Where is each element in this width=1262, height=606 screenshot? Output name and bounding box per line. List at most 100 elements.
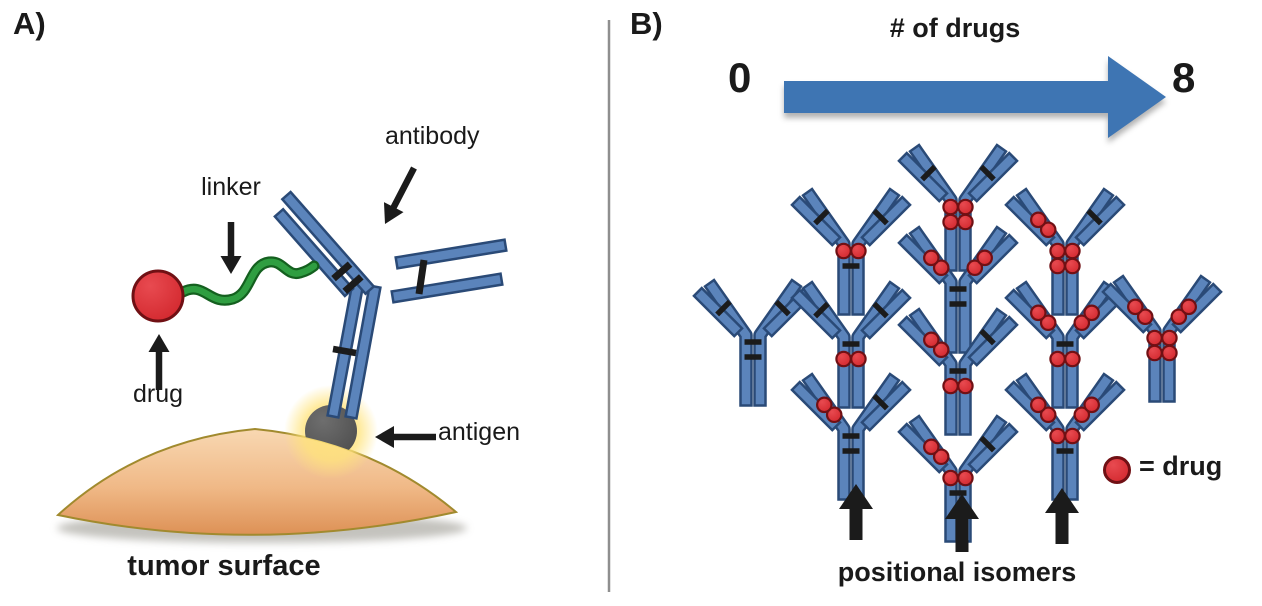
antibody-glyph xyxy=(790,187,912,316)
disulfide-tick xyxy=(979,164,996,182)
disulfide-tick xyxy=(331,261,353,282)
drug-dot xyxy=(1083,396,1100,414)
positional-isomers-caption: positional isomers xyxy=(837,557,1077,587)
antibody-glyph xyxy=(897,143,1019,272)
antibody-shape xyxy=(273,190,508,420)
drug-dot xyxy=(1127,298,1144,316)
disulfide-tick xyxy=(715,299,732,317)
antibody-chain xyxy=(347,287,379,417)
drug-dot xyxy=(923,249,940,267)
linker-curve xyxy=(179,258,318,304)
antibody-chain xyxy=(960,310,1005,434)
drug-dot xyxy=(1049,427,1066,445)
drug-dot xyxy=(942,213,959,231)
drug-dot xyxy=(1180,298,1197,316)
disulfide-tick xyxy=(813,208,830,226)
disulfide-tick xyxy=(332,345,357,357)
drug-dot xyxy=(835,242,852,260)
drug-dot xyxy=(923,438,940,456)
drug-dot xyxy=(1146,344,1163,362)
antibody-glyph xyxy=(1004,187,1126,316)
antibody-chain xyxy=(397,241,505,267)
drug-dot xyxy=(850,242,867,260)
antibody-chain xyxy=(853,283,898,407)
drug-dot xyxy=(1030,211,1047,229)
antibody-glyph xyxy=(692,278,814,407)
disulfide-tick xyxy=(920,164,937,182)
panel-a-label: A) xyxy=(13,6,46,41)
drug-dot xyxy=(1083,304,1100,322)
drug-legend-text: = drug xyxy=(1139,451,1223,481)
drug-dot xyxy=(957,198,974,216)
drug-dot xyxy=(816,396,833,414)
drug-dot xyxy=(835,350,852,368)
disulfide-tick xyxy=(342,274,364,294)
antibody-chain xyxy=(853,375,898,499)
drug-dot xyxy=(942,198,959,216)
disulfide-tick xyxy=(979,328,996,346)
antibody-chain xyxy=(755,281,800,405)
disulfide-tick xyxy=(872,393,889,411)
drug-dot xyxy=(1049,350,1066,368)
drug-axis-title: # of drugs xyxy=(889,13,1021,43)
drug-dot xyxy=(1039,314,1057,332)
drug-dot xyxy=(1064,242,1081,260)
drug-dot xyxy=(825,406,843,424)
drug-dot xyxy=(957,377,974,395)
drug-dot xyxy=(1064,350,1081,368)
drug-dot xyxy=(1064,257,1081,275)
drug-dot xyxy=(850,350,867,368)
drug-dot xyxy=(1170,308,1188,326)
antibody-label: antibody xyxy=(385,122,480,150)
disulfide-tick xyxy=(415,259,428,295)
linker-arrow xyxy=(220,256,242,274)
disulfide-tick xyxy=(813,301,830,319)
drug-dot xyxy=(932,341,950,359)
tumor-surface-shape xyxy=(55,427,459,536)
drug-dot xyxy=(932,448,950,466)
antibody-chain xyxy=(706,281,751,405)
antibody-glyph xyxy=(897,414,1019,543)
drug-dot xyxy=(923,331,940,349)
drug-dot xyxy=(1039,221,1057,239)
drug-dot xyxy=(942,469,959,487)
drug-dot xyxy=(1146,329,1163,347)
tumor-surface-caption: tumor surface xyxy=(127,550,321,582)
disulfide-tick xyxy=(774,299,791,317)
antibody-glyph xyxy=(1101,274,1223,403)
drug-dot xyxy=(1030,304,1047,322)
drug-dot xyxy=(1073,406,1091,424)
drug-dot xyxy=(976,249,993,267)
legend-drug-dot xyxy=(1103,456,1131,484)
linker-label: linker xyxy=(201,173,261,201)
drug-count-arrow xyxy=(784,56,1166,138)
drug-dot xyxy=(1136,308,1154,326)
antigen-arrow xyxy=(375,426,394,448)
drug-dot xyxy=(966,259,984,277)
disulfide-tick xyxy=(872,301,889,319)
antibody-glyph xyxy=(1004,372,1126,501)
antibody-arrow xyxy=(383,202,404,224)
drug-dot xyxy=(1161,329,1178,347)
drug-axis-min: 0 xyxy=(728,54,752,101)
disulfide-tick xyxy=(872,208,889,226)
isomer-up-arrow xyxy=(839,484,873,540)
antibody-glyph xyxy=(790,280,912,409)
panel-b-label: B) xyxy=(630,6,663,41)
drug-arrow xyxy=(148,334,170,352)
isomer-up-arrow xyxy=(1045,488,1079,544)
drug-axis-max: 8 xyxy=(1172,54,1196,101)
antibody-glyph xyxy=(790,372,912,501)
drug-dot xyxy=(957,469,974,487)
drug-dot xyxy=(1030,396,1047,414)
drug-ball xyxy=(131,269,185,323)
drug-dot xyxy=(1049,257,1066,275)
drug-label: drug xyxy=(132,380,184,408)
antibody-chain xyxy=(284,193,372,292)
antibody-chain xyxy=(393,275,501,301)
drug-dot xyxy=(932,259,950,277)
drug-dot xyxy=(957,213,974,231)
isomer-up-arrow xyxy=(945,494,979,552)
